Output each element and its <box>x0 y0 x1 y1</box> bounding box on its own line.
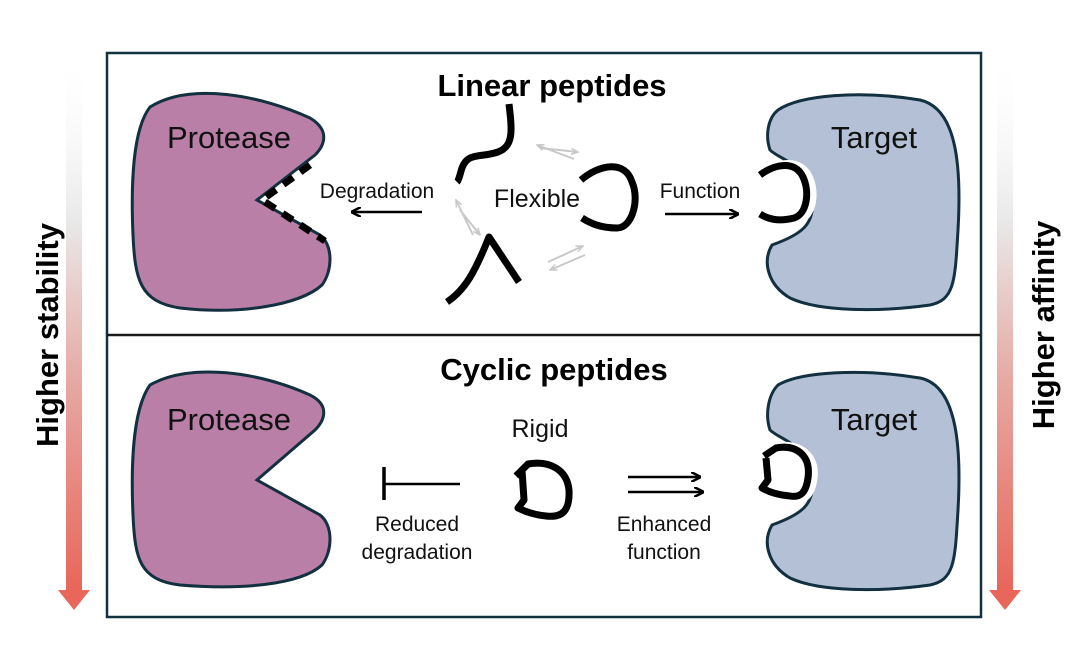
equilibrium-arrows <box>455 145 586 271</box>
affinity-arrow-head <box>989 590 1021 610</box>
reduced-degradation-label-line1: Reduced <box>375 513 459 536</box>
cyclic-panel-title: Cyclic peptides <box>440 352 667 387</box>
equilibrium-arrow <box>550 254 586 271</box>
protease-shape <box>130 91 332 312</box>
protease-label: Protease <box>167 402 291 437</box>
stability-arrow-shaft <box>66 62 82 590</box>
inhibition-symbol <box>382 467 460 500</box>
affinity-label: Higher affinity <box>1026 220 1061 429</box>
enhanced-function-label-line2: function <box>627 541 701 564</box>
enhanced-function-label-line1: Enhanced <box>617 513 712 536</box>
enhanced-function-arrow <box>628 477 703 492</box>
stability-arrow: Higher stability <box>30 62 90 610</box>
protease-label: Protease <box>167 120 291 155</box>
linear-panel: Linear peptides Protease Degradation Fle… <box>130 68 961 312</box>
affinity-arrow: Higher affinity <box>989 62 1061 610</box>
protease-shape <box>130 370 332 589</box>
equilibrium-arrow <box>537 145 575 160</box>
peptide-bent <box>444 233 522 305</box>
degraded-peptide <box>255 162 327 244</box>
target-label: Target <box>831 120 918 155</box>
stability-label: Higher stability <box>30 222 65 447</box>
bound-peptide <box>757 162 811 224</box>
peptide-hairpin <box>578 163 639 232</box>
degradation-label: Degradation <box>320 180 434 203</box>
rigid-label: Rigid <box>512 415 569 443</box>
target-label: Target <box>831 402 918 437</box>
linear-panel-title: Linear peptides <box>437 68 666 103</box>
cyclic-panel: Cyclic peptides Protease Reduced degrada… <box>130 352 961 592</box>
function-label: Function <box>660 180 741 203</box>
cyclic-peptide <box>513 459 573 520</box>
equilibrium-arrow <box>455 200 474 236</box>
flexible-label: Flexible <box>494 185 580 213</box>
affinity-arrow-shaft <box>997 62 1013 590</box>
equilibrium-arrow <box>547 245 583 263</box>
stability-arrow-head <box>58 590 90 610</box>
reduced-degradation-label-line2: degradation <box>362 541 473 564</box>
peptide-wavy <box>454 103 515 185</box>
bound-cyclic-peptide <box>758 443 812 500</box>
